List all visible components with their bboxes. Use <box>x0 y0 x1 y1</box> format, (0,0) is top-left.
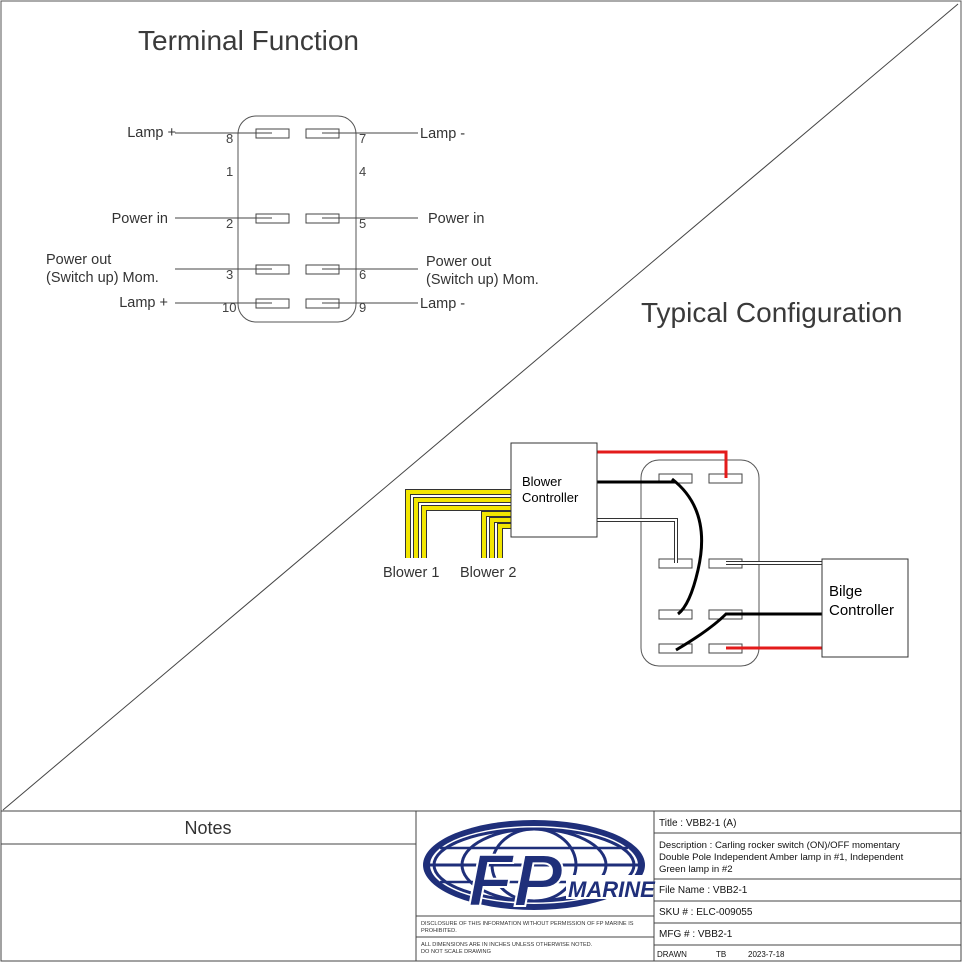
pin-number: 1 <box>226 164 233 179</box>
logo-fp-text: FP <box>468 839 563 922</box>
config-wires <box>597 450 822 652</box>
pin-numbers: 8 1 2 3 10 7 4 5 6 9 <box>222 131 366 315</box>
blower-controller-label: Blower <box>522 474 562 489</box>
dimensions-note: ALL DIMENSIONS ARE IN INCHES UNLESS OTHE… <box>421 942 593 948</box>
terminal-label: Power out <box>426 254 491 270</box>
terminal-label: Lamp - <box>420 126 465 142</box>
pin-number: 4 <box>359 164 366 179</box>
fp-marine-logo: FP MARINE <box>423 820 656 923</box>
drawn-label: DRAWN <box>657 950 687 959</box>
terminal-label: Lamp + <box>119 295 168 311</box>
title-field: Title : VBB2-1 (A) <box>659 818 736 829</box>
pin-number: 7 <box>359 131 366 146</box>
blower-controller-label: Controller <box>522 490 579 505</box>
logo-marine-text: MARINE <box>568 877 656 902</box>
bilge-controller-label: Controller <box>829 602 894 619</box>
drawn-by: TB <box>716 950 726 959</box>
terminal-labels: Lamp + Power in Power out (Switch up) Mo… <box>46 125 539 312</box>
terminal-label: (Switch up) Mom. <box>46 270 159 286</box>
mfg-field: MFG # : VBB2-1 <box>659 929 733 940</box>
disclosure-text: DISCLOSURE OF THIS INFORMATION WITHOUT P… <box>421 921 634 927</box>
typical-configuration-title: Typical Configuration <box>641 297 902 328</box>
description-field: Green lamp in #2 <box>659 864 733 875</box>
terminal-function-title: Terminal Function <box>138 25 359 56</box>
pin-number: 2 <box>226 216 233 231</box>
pin-number: 3 <box>226 267 233 282</box>
pin-number: 9 <box>359 300 366 315</box>
terminal-label: Power out <box>46 252 111 268</box>
pin-number: 6 <box>359 267 366 282</box>
pin-number: 5 <box>359 216 366 231</box>
blower-wires <box>405 489 511 558</box>
drawn-date: 2023-7-18 <box>748 950 785 959</box>
dimensions-note: DO NOT SCALE DRAWING <box>421 949 491 955</box>
blower-2-label: Blower 2 <box>460 565 516 581</box>
title-block: Notes FP MARINE DISCLOSURE OF THIS INFOR… <box>0 810 962 962</box>
disclosure-text: PROHIBITED. <box>421 928 457 934</box>
pin-number: 10 <box>222 300 236 315</box>
terminal-switch-body <box>237 115 357 323</box>
notes-heading: Notes <box>184 818 231 838</box>
terminal-label: (Switch up) Mom. <box>426 272 539 288</box>
terminal-label: Lamp - <box>420 296 465 312</box>
description-field: Double Pole Independent Amber lamp in #1… <box>659 852 904 863</box>
blower-controller: Blower Controller <box>510 442 598 538</box>
terminal-label: Power in <box>428 211 484 227</box>
pin-number: 8 <box>226 131 233 146</box>
sku-field: SKU # : ELC-009055 <box>659 907 753 918</box>
file-name-field: File Name : VBB2-1 <box>659 885 748 896</box>
terminal-label: Power in <box>112 211 168 227</box>
diagonal-divider <box>2 3 959 811</box>
blower-1-label: Blower 1 <box>383 565 439 581</box>
terminal-label: Lamp + <box>127 125 176 141</box>
bilge-controller: Bilge Controller <box>821 558 909 658</box>
terminal-leader-lines <box>175 132 418 304</box>
description-field: Description : Carling rocker switch (ON)… <box>659 840 900 851</box>
bilge-controller-label: Bilge <box>829 583 862 600</box>
